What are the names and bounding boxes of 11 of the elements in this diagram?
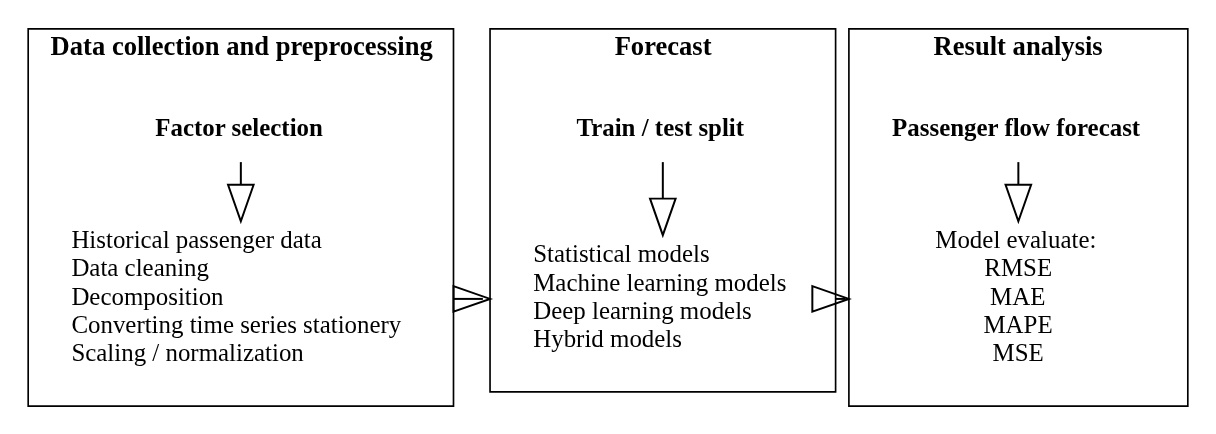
node-text: Model evaluate: RMSE MAE MAPE MSE: [935, 225, 1097, 366]
node-text: Factor selection: [155, 113, 323, 141]
arrow: [811, 284, 852, 313]
node-text: Statistical models Machine learning models Deep learning models Hybrid models: [533, 239, 787, 352]
arrow: [226, 160, 256, 224]
node-text: Train / test split: [576, 113, 745, 141]
arrow: [648, 160, 678, 238]
node-text: Historical passenger data Data cleaning Decomposition Converting time series stationery Scaling / normalization: [71, 225, 402, 366]
node-text: Passenger flow forecast: [892, 113, 1141, 141]
arrow: [1004, 160, 1033, 224]
arrow: [452, 284, 494, 313]
